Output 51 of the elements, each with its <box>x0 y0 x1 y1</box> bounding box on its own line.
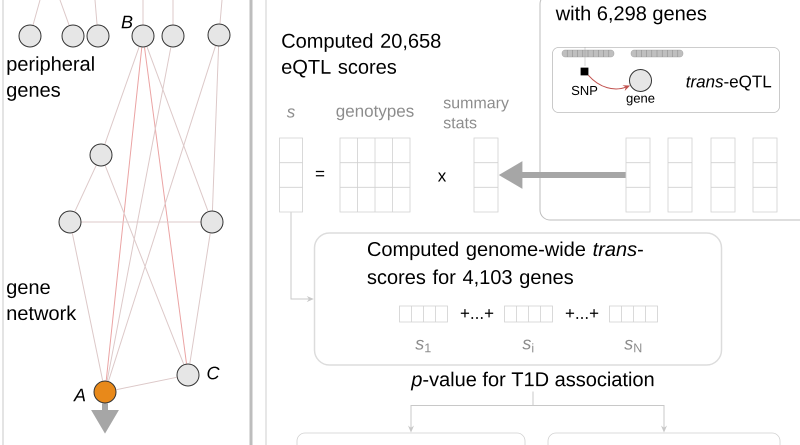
operator-symbol: x <box>438 172 446 182</box>
node-label: s <box>286 108 295 118</box>
vector-grid <box>626 138 650 212</box>
result-box <box>548 432 780 445</box>
node-label: gene <box>626 96 654 106</box>
network-line <box>72 232 104 382</box>
gene-circle <box>162 24 184 48</box>
network-line <box>172 0 174 25</box>
network-line <box>60 0 70 26</box>
operator-symbol: = <box>316 170 324 176</box>
network-line <box>108 45 216 382</box>
vector-grid <box>710 138 736 212</box>
vector-grid <box>668 138 692 212</box>
gene-circle <box>18 24 42 48</box>
operator-symbol: +...+ <box>566 309 598 319</box>
gene-circle <box>58 210 82 234</box>
operator-symbol: +...+ <box>460 309 494 319</box>
node-label: s$_{i}$ <box>522 340 534 352</box>
network-line <box>144 46 187 364</box>
node-label: A <box>73 388 86 402</box>
gene-circle <box>62 24 84 48</box>
annotation-text: Computed 20,658 eQTL scores <box>282 33 440 78</box>
gene-circle <box>86 24 110 48</box>
network-line <box>220 0 222 24</box>
annotation-text: peripheral genes <box>7 56 94 101</box>
network-line <box>189 232 211 364</box>
node-label: C <box>208 366 220 380</box>
network-line <box>74 164 97 212</box>
result-box <box>296 432 526 445</box>
network-line <box>32 0 40 26</box>
network-line <box>116 376 178 390</box>
gene-circle <box>200 210 224 234</box>
node-label: s$_{1}$ <box>415 340 431 352</box>
node-label: s$_{N}$ <box>624 340 642 352</box>
gene-circle <box>208 24 230 46</box>
result-text: p-value for T1D association <box>410 372 654 390</box>
network-line <box>104 46 140 145</box>
vector-grid <box>752 138 778 212</box>
annotation-text: gene network <box>7 283 76 320</box>
node-label: genotypes <box>336 106 414 120</box>
network-line <box>104 165 184 365</box>
network-line <box>212 46 220 211</box>
network-line <box>142 0 144 25</box>
node-label: B <box>122 16 132 28</box>
network-line <box>146 46 208 212</box>
gene-circle <box>90 144 112 166</box>
network-line <box>94 0 98 26</box>
network-line <box>106 46 172 382</box>
node-label: summary stats <box>444 100 509 128</box>
node-label: SNP <box>572 86 598 96</box>
network-line <box>106 46 142 382</box>
